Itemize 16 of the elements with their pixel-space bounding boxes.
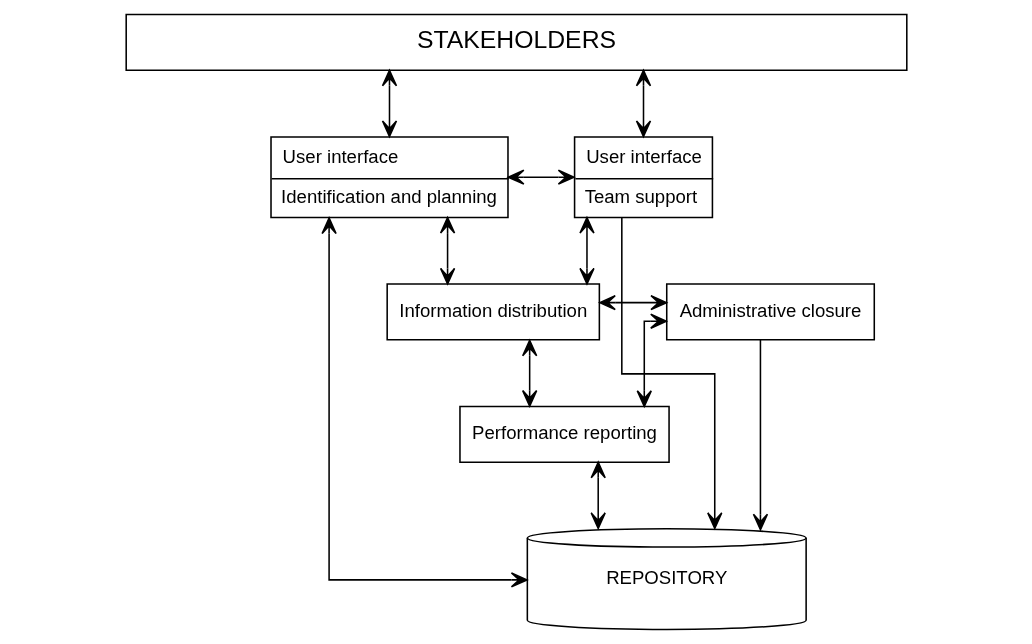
arrow [635,69,651,138]
arrow [381,69,397,138]
arrow [507,169,575,185]
node-box: Performance reporting [458,405,670,463]
arrow [521,339,537,407]
arrow [752,339,768,531]
arrow [620,216,722,530]
node-box: STAKEHOLDERS [124,13,908,72]
arrow [636,313,667,408]
arrow [598,294,667,311]
arrow [439,216,455,285]
node-box: Information distribution [385,283,600,341]
node-box: Administrative closure [665,283,875,341]
arrow [320,217,528,588]
arrow [589,461,606,530]
arrow [578,216,595,285]
